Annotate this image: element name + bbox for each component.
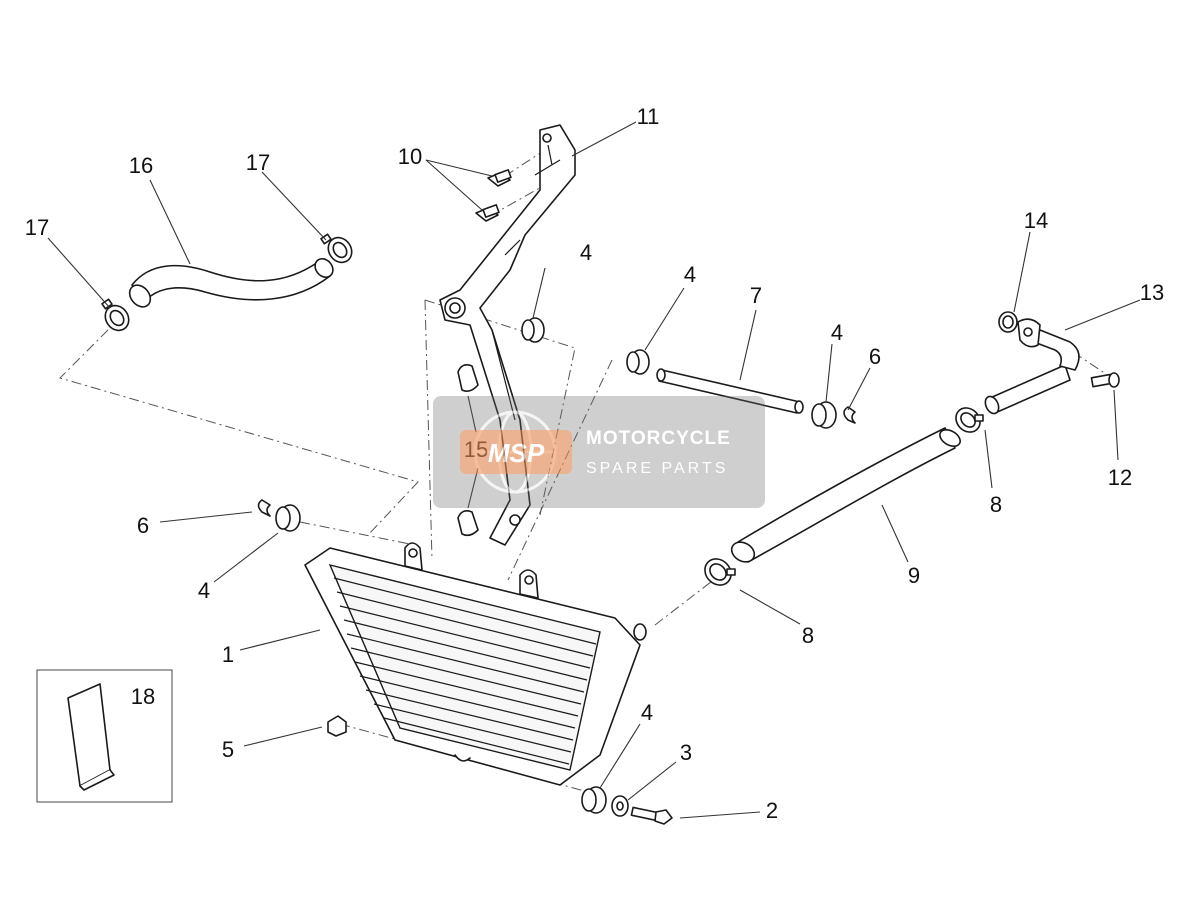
callout-4-left: 4 [198, 578, 210, 603]
callout-10: 10 [398, 144, 422, 169]
pipe-13 [984, 318, 1080, 415]
tube-7 [656, 368, 804, 414]
callout-11: 11 [637, 104, 660, 129]
hose-16 [128, 257, 334, 308]
callout-8-lower: 8 [802, 623, 814, 648]
bolt-2 [630, 806, 673, 825]
bolt-12 [1090, 372, 1120, 388]
callout-3: 3 [680, 740, 692, 765]
watermark-logo-badge [460, 430, 572, 474]
callout-7: 7 [750, 283, 762, 308]
callout-4-right: 4 [831, 320, 843, 345]
callout-4-tube: 4 [684, 262, 696, 287]
callout-5: 5 [222, 737, 234, 762]
hose-clamp-8-upper [955, 407, 984, 433]
grommet-4-tube [626, 349, 650, 375]
leader-lines [47, 121, 1141, 819]
circlip-6-left [257, 499, 271, 517]
plug-5 [327, 715, 347, 737]
grommet-4-left [275, 504, 301, 532]
callout-1: 1 [222, 642, 234, 667]
callout-12: 12 [1108, 465, 1132, 490]
hose-clamp-17-left [101, 298, 130, 332]
watermark: MSP MOTORCYCLE SPARE PARTS [433, 396, 765, 508]
callout-17-right: 17 [246, 150, 270, 175]
cooler-fins [333, 577, 597, 765]
watermark-line1: MOTORCYCLE [586, 428, 731, 449]
callout-16: 16 [129, 153, 153, 178]
callout-labels: 1 2 3 4 4 4 4 4 5 6 6 7 8 8 9 10 11 12 1… [25, 104, 1164, 823]
grommet-4-right [811, 401, 837, 429]
o-ring-14 [998, 311, 1018, 333]
hose-clamp-17-right [320, 233, 353, 264]
hose-clamp-8-lower [704, 558, 736, 586]
grommet-4-bracket [521, 317, 545, 343]
callout-6-left: 6 [137, 513, 149, 538]
circlip-6-right [843, 406, 856, 424]
callout-8-upper: 8 [990, 492, 1002, 517]
grommet-4-bottom [581, 786, 607, 814]
oil-cooler-1 [304, 542, 647, 786]
part-18-box [36, 669, 173, 803]
watermark-logo-text: MSP [488, 438, 545, 468]
callout-2: 2 [766, 798, 778, 823]
callout-4-bracket: 4 [580, 240, 592, 265]
watermark-panel [433, 396, 765, 508]
clip-15-lower [457, 510, 479, 537]
hose-9 [730, 427, 961, 563]
callout-4-bottom: 4 [641, 700, 653, 725]
callout-17-left: 17 [25, 215, 49, 240]
bolt-10-lower [475, 204, 500, 222]
callout-9: 9 [908, 563, 920, 588]
bolt-10-upper [487, 169, 512, 187]
washer-3 [611, 795, 629, 817]
callout-13: 13 [1140, 280, 1164, 305]
callout-18: 18 [131, 684, 155, 709]
watermark-line2: SPARE PARTS [586, 460, 728, 477]
callout-14: 14 [1024, 208, 1048, 233]
clip-15-upper [457, 364, 479, 392]
callout-6-right: 6 [869, 344, 881, 369]
